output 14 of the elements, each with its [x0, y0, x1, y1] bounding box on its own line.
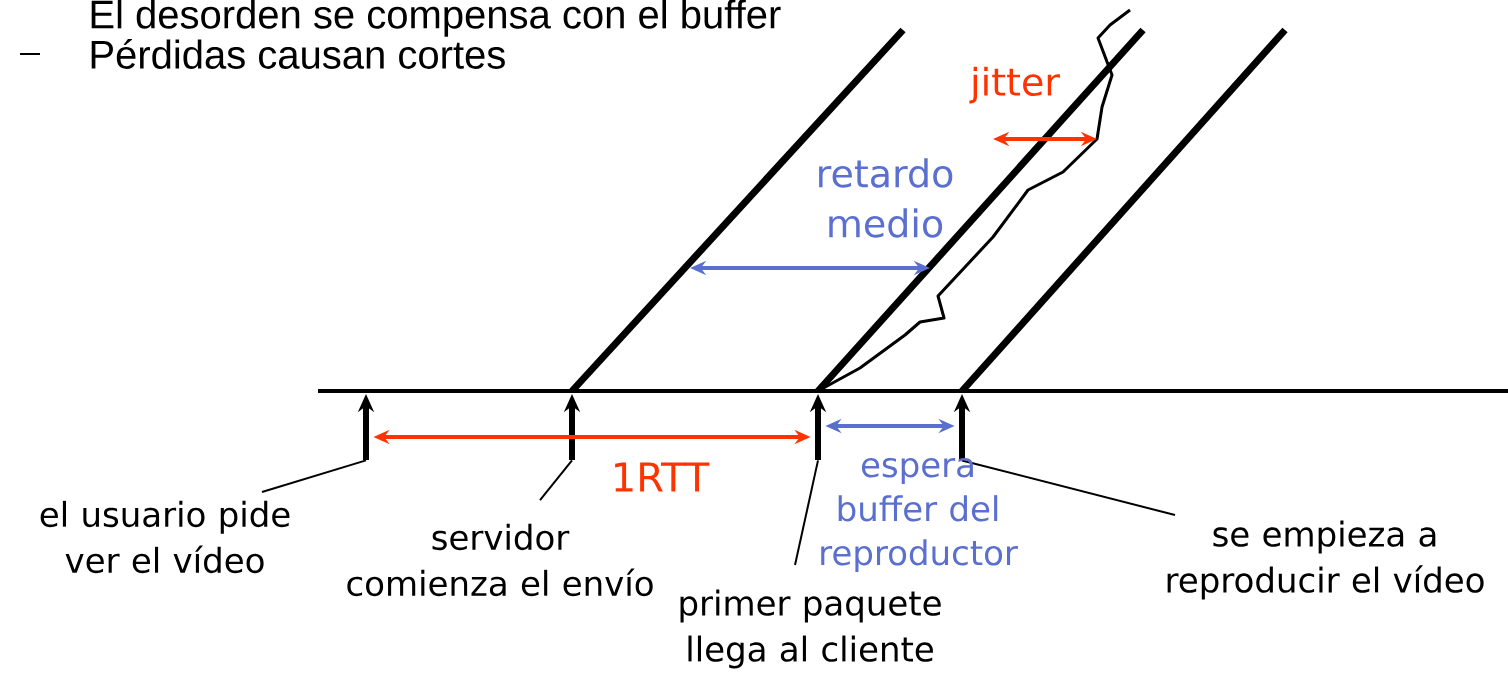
caption-text: primer paquete llega al cliente — [680, 589, 941, 669]
bullet-text: Pérdidas causan cortes — [91, 39, 505, 69]
dimension-label: retardo medio — [819, 158, 953, 238]
leader-line — [794, 459, 819, 566]
bullet-text: El desorden se compensa con el buffer — [91, 0, 781, 37]
dimension-label: jitter — [969, 66, 1060, 104]
leader-line — [961, 459, 1176, 516]
edge-label: 1RTT — [615, 462, 710, 492]
leader-line — [539, 459, 573, 501]
caption-text: servidor comienza el envío — [347, 523, 653, 597]
caption-text: se empieza a reproducir el vídeo — [1167, 520, 1484, 600]
edge-label: espera buffer del reproductor — [821, 457, 1018, 573]
caption-text: el usuario pide ver el vídeo — [40, 500, 290, 574]
leader-line — [261, 459, 367, 493]
